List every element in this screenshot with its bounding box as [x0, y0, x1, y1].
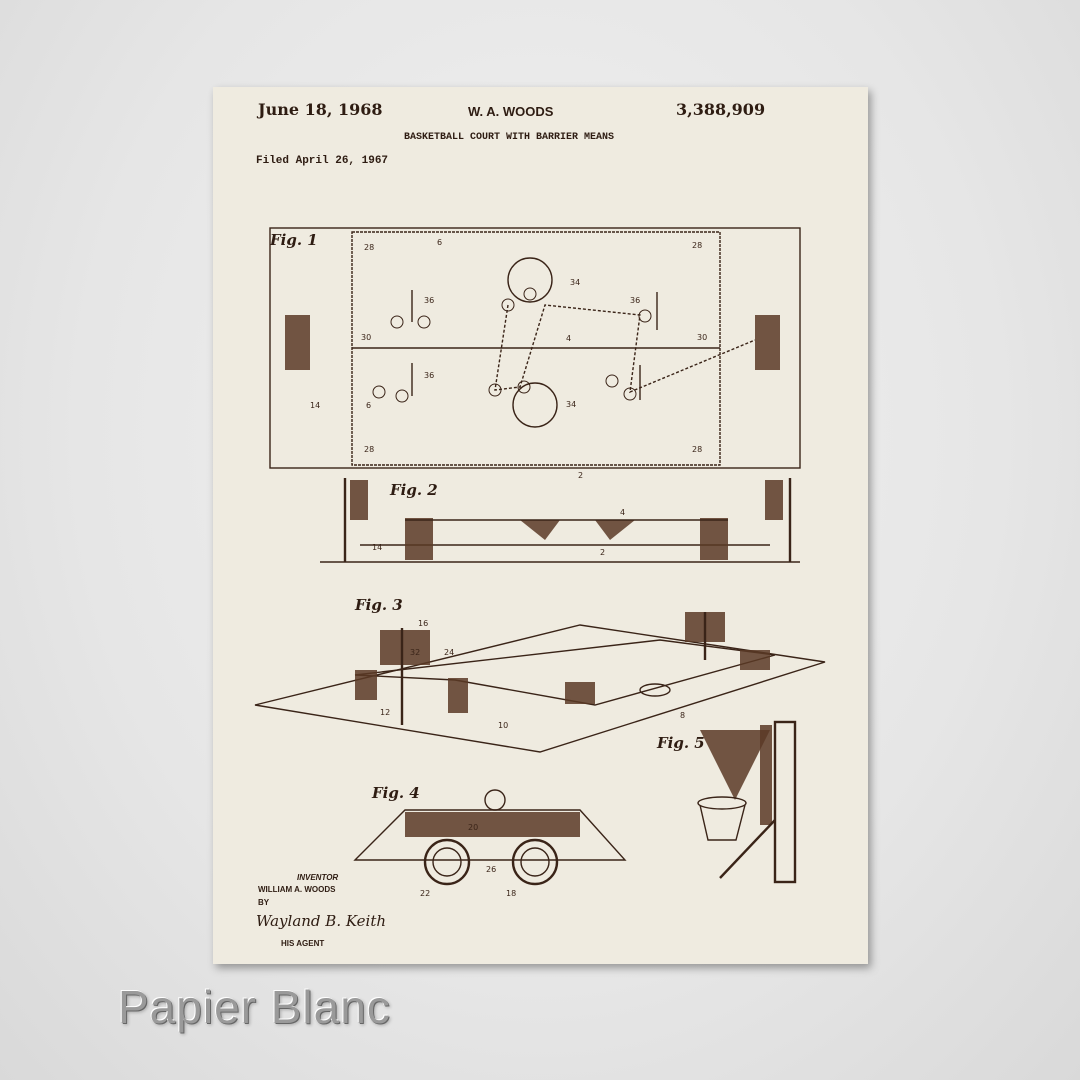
ref-numeral: 16 [418, 619, 428, 628]
patent-date: June 18, 1968 [256, 100, 383, 119]
ref-numeral: 28 [364, 243, 374, 252]
inventor-name: WILLIAM A. WOODS [258, 885, 336, 894]
ref-numeral: 26 [486, 865, 496, 874]
agent-label: HIS AGENT [281, 939, 324, 948]
ref-numeral: 12 [380, 708, 390, 717]
ref-numeral: 10 [498, 721, 508, 730]
figure-1: Fig. 1 28 6 28 34 36 36 30 4 30 36 34 6 … [269, 227, 801, 480]
fig-5-label: Fig. 5 [656, 734, 705, 752]
by-label: BY [258, 898, 270, 907]
figure-3: Fig. 3 16 24 32 12 10 8 [254, 596, 826, 753]
ref-numeral: 8 [680, 711, 685, 720]
ref-numeral: 6 [366, 401, 371, 410]
ref-numeral: 36 [424, 371, 434, 380]
ref-numeral: 22 [420, 889, 430, 898]
ref-numeral: 30 [361, 333, 371, 342]
finish-caption: Papier Blanc [118, 981, 391, 1033]
ref-numeral: 32 [410, 648, 420, 657]
inventor-label: INVENTOR [297, 873, 338, 882]
fig-3-label: Fig. 3 [354, 596, 403, 614]
patent-title: BASKETBALL COURT WITH BARRIER MEANS [404, 132, 614, 143]
figure-2: Fig. 2 4 2 14 [320, 478, 800, 563]
ref-numeral: 34 [566, 400, 576, 409]
ref-numeral: 30 [697, 333, 707, 342]
filed-date: Filed April 26, 1967 [256, 155, 388, 167]
ref-numeral: 28 [364, 445, 374, 454]
fig-1-label: Fig. 1 [269, 231, 318, 249]
figure-4: Fig. 4 20 22 26 18 [353, 784, 627, 898]
ref-numeral: 34 [570, 278, 580, 287]
patent-number: 3,388,909 [676, 100, 765, 119]
ref-numeral: 24 [444, 648, 454, 657]
ref-numeral: 2 [578, 471, 583, 480]
ref-numeral: 4 [620, 508, 625, 517]
agent-signature: Wayland B. Keith [256, 912, 386, 930]
ref-numeral: 14 [372, 543, 382, 552]
figure-5: Fig. 5 [656, 720, 797, 884]
ref-numeral: 28 [692, 241, 702, 250]
fig-2-label: Fig. 2 [389, 481, 438, 499]
ref-numeral: 20 [468, 823, 478, 832]
ref-numeral: 36 [630, 296, 640, 305]
ref-numeral: 18 [506, 889, 516, 898]
ref-numeral: 2 [600, 548, 605, 557]
ref-numeral: 28 [692, 445, 702, 454]
ref-numeral: 6 [437, 238, 442, 247]
ref-numeral: 14 [310, 401, 320, 410]
fig-4-label: Fig. 4 [371, 784, 420, 802]
ref-numeral: 4 [566, 334, 571, 343]
inventor-short: W. A. WOODS [468, 104, 554, 119]
ref-numeral: 36 [424, 296, 434, 305]
